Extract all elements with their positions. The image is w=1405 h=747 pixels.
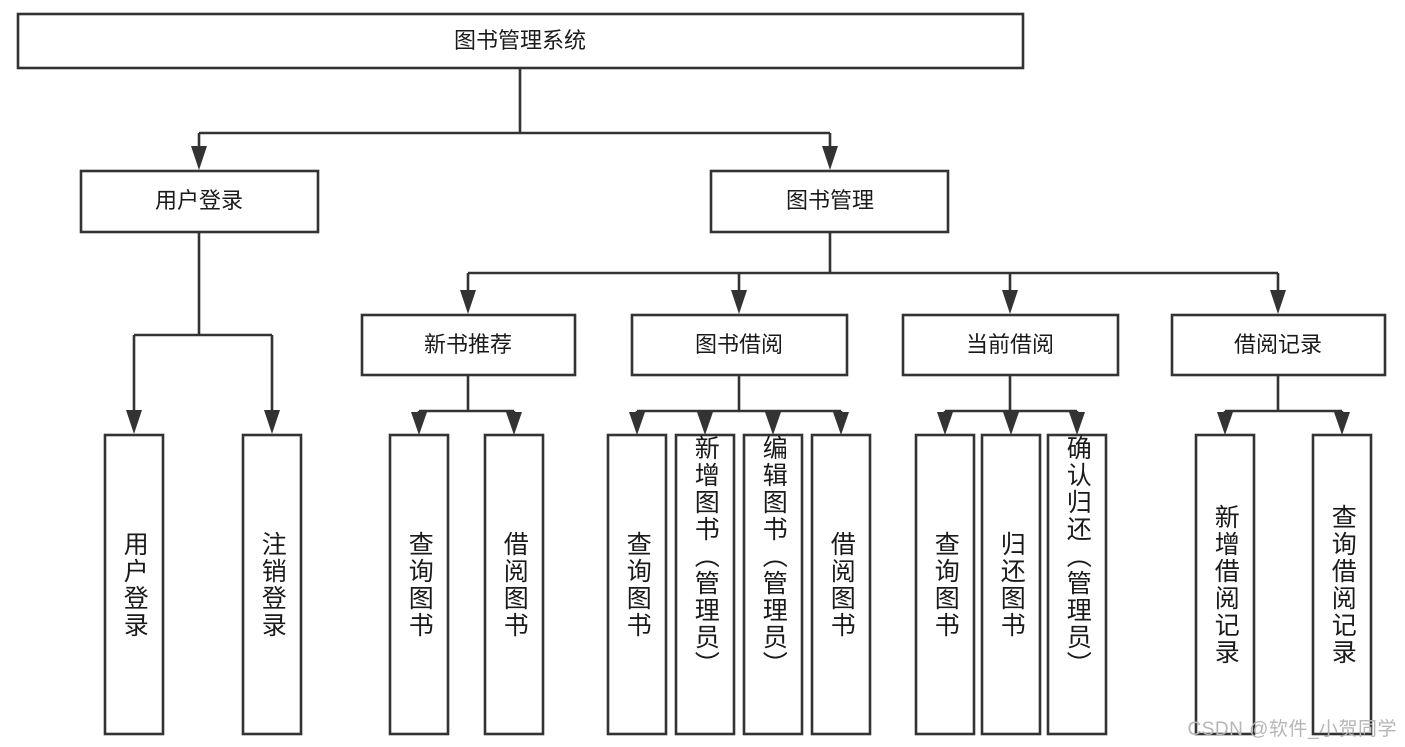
node-borrow-record-box[interactable] [1170,313,1387,377]
node-book-management[interactable]: 图书管理 [709,169,950,234]
node-current-borrow-box[interactable] [901,313,1120,377]
arrowhead-current-borrow [1002,290,1018,314]
arrowhead-user-login [191,146,207,170]
node-book-borrow-box[interactable] [630,313,849,377]
leaf-box-bb-edit-book[interactable] [742,433,804,736]
node-current-borrow-label: 当前借阅 [966,332,1054,357]
arrowhead-bb-leaf-4 [833,412,849,435]
arrowhead-new-book [460,290,476,314]
leaf-box-user-login[interactable] [103,433,165,736]
arrowhead-nb-leaf-1 [411,412,427,435]
node-book-borrow-label: 图书借阅 [695,332,783,357]
leaf-box-bb-add-book[interactable] [674,433,736,736]
leaf-box-nb-borrow-book[interactable] [483,433,545,736]
arrowhead-leaf-logout [264,410,280,434]
leaf-box-nb-query-book[interactable] [388,433,450,736]
leaf-box-br-add-record[interactable] [1194,433,1256,736]
node-current-borrow[interactable]: 当前借阅 [901,313,1120,377]
node-book-management-box[interactable] [709,169,950,234]
leaf-box-cb-confirm-return[interactable] [1046,433,1108,736]
arrowhead-cb-leaf-1 [937,412,953,435]
arrowhead-borrow-record [1270,290,1286,314]
node-root-label: 图书管理系统 [454,28,586,53]
node-user-login-label: 用户登录 [155,188,243,213]
arrowhead-nb-leaf-2 [506,412,522,435]
node-new-book-recommend[interactable]: 新书推荐 [360,313,577,377]
node-root[interactable]: 图书管理系统 [16,12,1025,70]
node-user-login[interactable]: 用户登录 [79,169,320,234]
node-new-book-recommend-label: 新书推荐 [424,332,512,357]
node-root-box[interactable] [16,12,1025,70]
arrowhead-book-mgmt [822,146,838,170]
arrowhead-leaf-user-login [126,410,142,434]
node-new-book-recommend-box[interactable] [360,313,577,377]
node-book-borrow[interactable]: 图书借阅 [630,313,849,377]
leaf-box-cb-return-book[interactable] [980,433,1042,736]
node-book-management-label: 图书管理 [786,188,874,213]
arrowhead-bb-leaf-3 [765,412,781,435]
csdn-watermark: CSDN @软件_小贺同学 [1187,719,1397,740]
leaf-box-logout[interactable] [241,433,303,736]
arrowhead-br-leaf-2 [1334,412,1350,435]
node-borrow-record[interactable]: 借阅记录 [1170,313,1387,377]
arrowhead-cb-leaf-2 [1003,412,1019,435]
arrowhead-bb-leaf-2 [697,412,713,435]
leaf-box-bb-query-book[interactable] [606,433,668,736]
leaf-box-bb-borrow-book[interactable] [810,433,872,736]
arrowhead-bb-leaf-1 [629,412,645,435]
node-borrow-record-label: 借阅记录 [1234,332,1322,357]
arrowhead-book-borrow [731,290,747,314]
arrowhead-cb-leaf-3 [1069,412,1085,435]
leaf-box-br-query-record[interactable] [1311,433,1373,736]
leaf-box-cb-query-book[interactable] [914,433,976,736]
arrowhead-br-leaf-1 [1217,412,1233,435]
